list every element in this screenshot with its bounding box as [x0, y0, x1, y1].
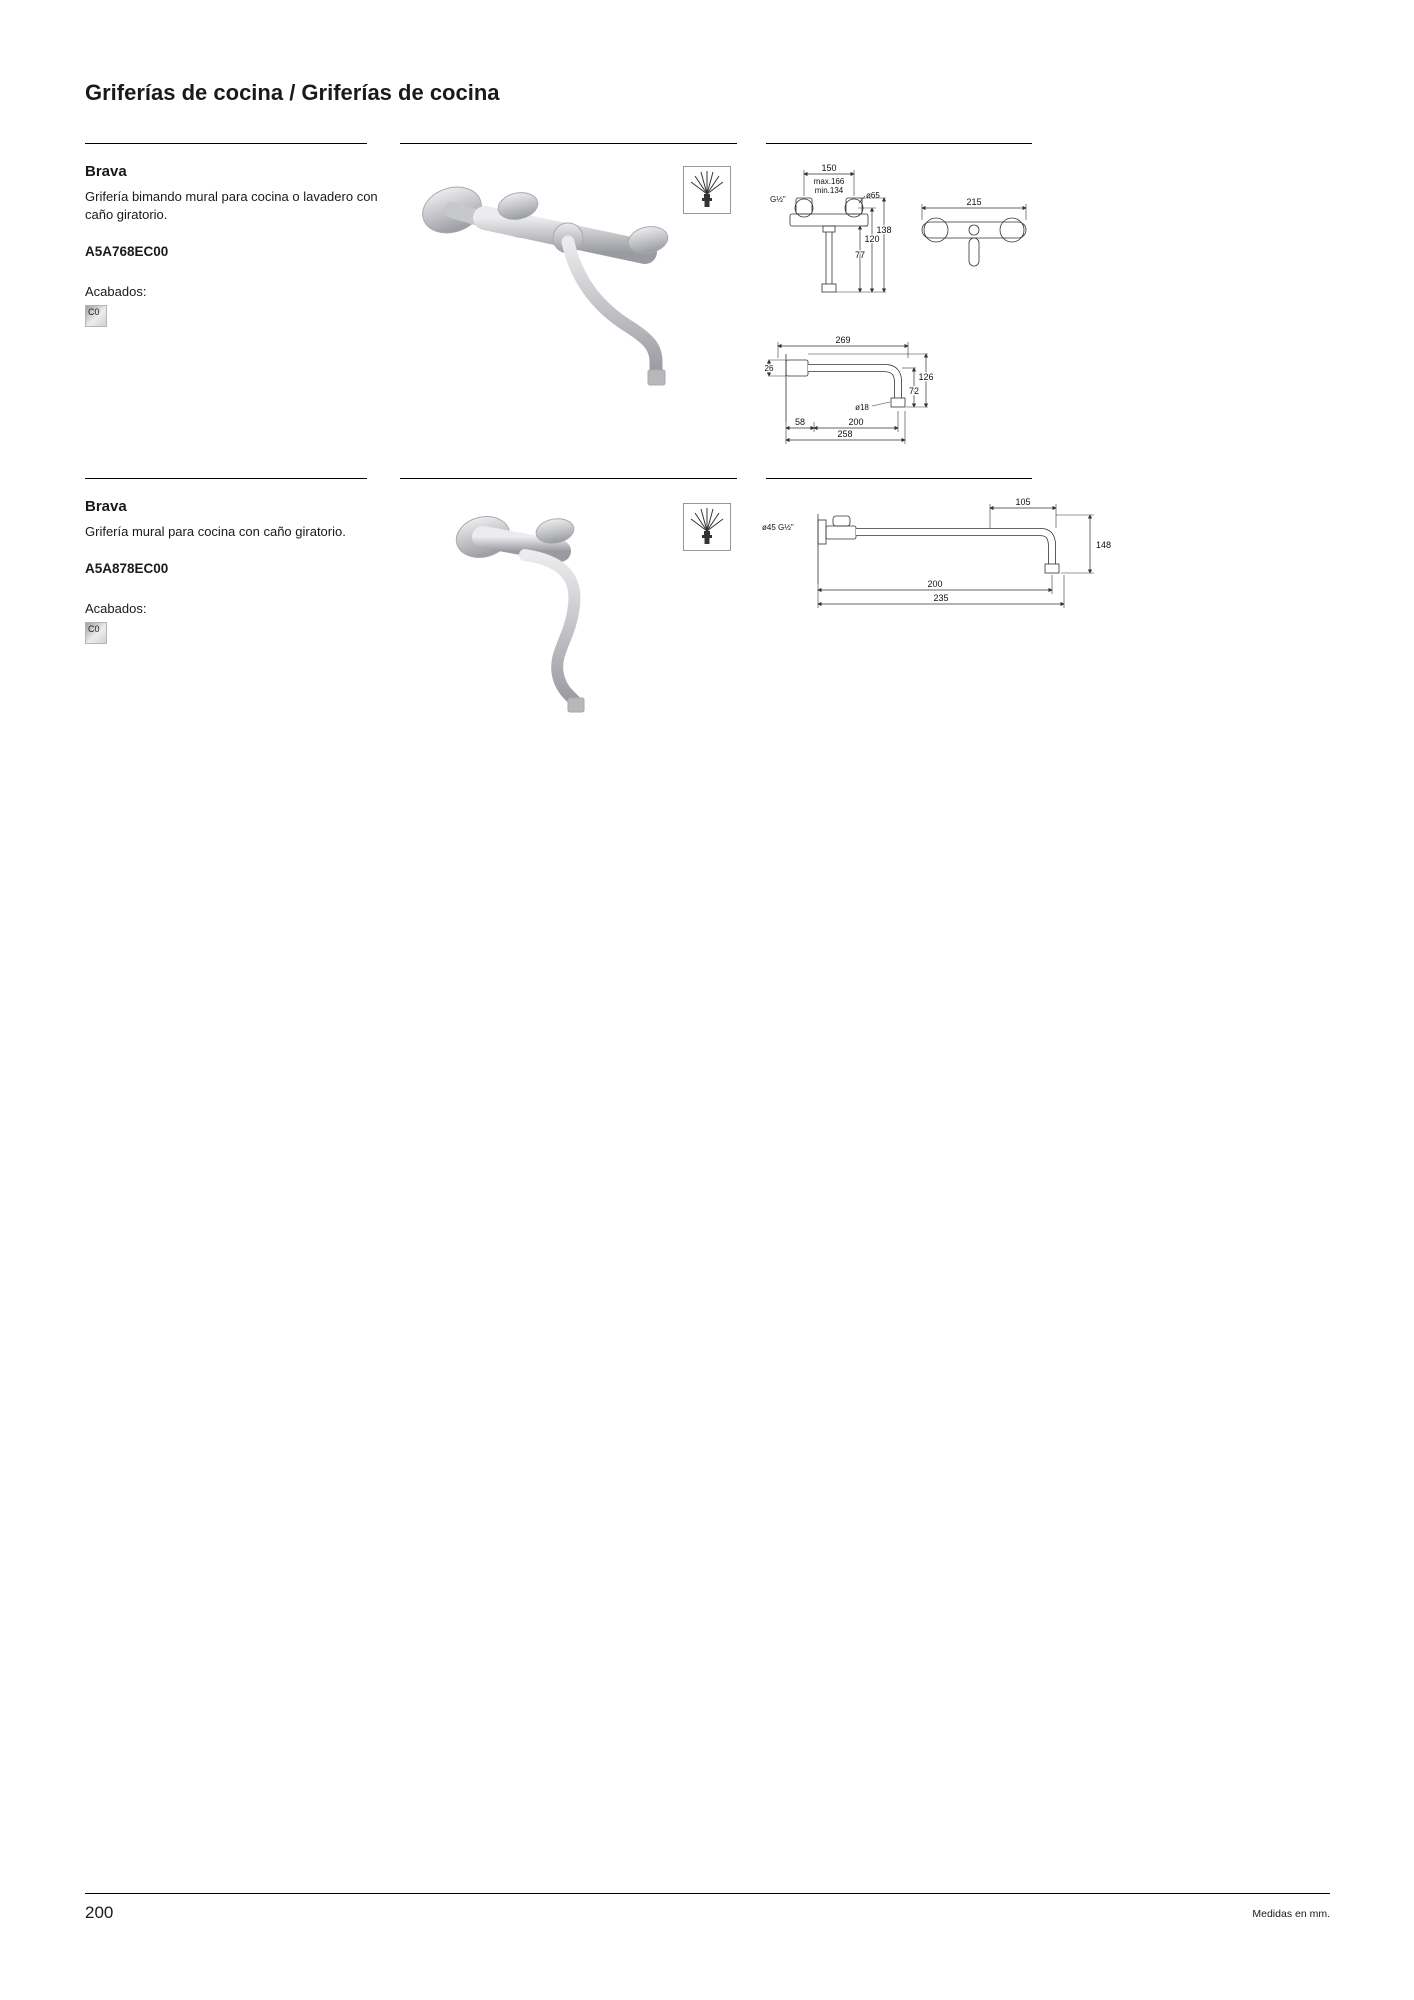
dim-reach: 200	[927, 579, 942, 589]
dim-drop-outer: 126	[918, 372, 933, 382]
dim-top: 105	[1015, 498, 1030, 507]
page-number: 200	[85, 1903, 114, 1922]
product-name: Brava	[85, 498, 127, 515]
product-photo-1	[422, 186, 669, 386]
dim-reach: 200	[848, 417, 863, 427]
dim-h138: 138	[876, 225, 891, 235]
product-photo-2	[455, 516, 585, 713]
divider	[85, 143, 367, 144]
divider	[766, 143, 1032, 144]
divider	[400, 143, 737, 144]
dim-thread: G½"	[770, 195, 786, 204]
dim-drop-inner: 72	[909, 386, 919, 396]
product-description: Grifería mural para cocina con caño gira…	[85, 524, 346, 539]
product-code: A5A768EC00	[85, 244, 169, 260]
finish-swatch: C0	[85, 622, 107, 645]
dim-top: 269	[835, 336, 850, 345]
product-description: Grifería bimando mural para cocina o lav…	[85, 189, 378, 223]
tech-drawing-front-top: 150 max.166 min.134 G½" ø65 77 120 138 2…	[769, 162, 1027, 293]
page-title: Griferías de cocina / Griferías de cocin…	[85, 80, 500, 105]
footer-rule	[85, 1893, 1330, 1894]
dim-back: 26	[765, 364, 774, 373]
tech-drawing-2: ø45 G½" 105 148 200 235	[761, 498, 1112, 608]
dim-h77: 77	[855, 250, 865, 260]
divider	[766, 478, 1032, 479]
dim-front: 58	[795, 417, 805, 427]
dim-h120: 120	[864, 234, 879, 244]
dim-span: 150	[821, 163, 836, 173]
finish-swatch: C0	[85, 305, 107, 328]
dim-total: 258	[837, 429, 852, 439]
product-block-1: Brava Grifería bimando mural para cocina…	[85, 163, 383, 328]
spray-pattern-icon	[683, 503, 731, 551]
divider	[85, 478, 367, 479]
spray-pattern-icon	[683, 166, 731, 214]
product-block-2: Brava Grifería mural para cocina con cañ…	[85, 498, 383, 645]
tech-drawing-side: 269 26 ø18 72 126 58 200 258	[763, 336, 935, 444]
divider	[400, 478, 737, 479]
product-code: A5A878EC00	[85, 561, 169, 577]
dim-diameter: ø65	[866, 191, 880, 200]
dim-thread: ø45 G½"	[762, 523, 794, 532]
dim-width: 215	[966, 197, 981, 207]
dim-max: max.166	[814, 177, 845, 186]
dim-pipe: ø18	[855, 403, 869, 412]
dim-min: min.134	[815, 186, 844, 195]
dim-total: 235	[933, 593, 948, 603]
finishes-label: Acabados:	[85, 601, 147, 617]
product-name: Brava	[85, 163, 127, 180]
finishes-label: Acabados:	[85, 284, 147, 300]
units-note: Medidas en mm.	[1252, 1908, 1330, 1920]
dim-height: 148	[1096, 540, 1111, 550]
